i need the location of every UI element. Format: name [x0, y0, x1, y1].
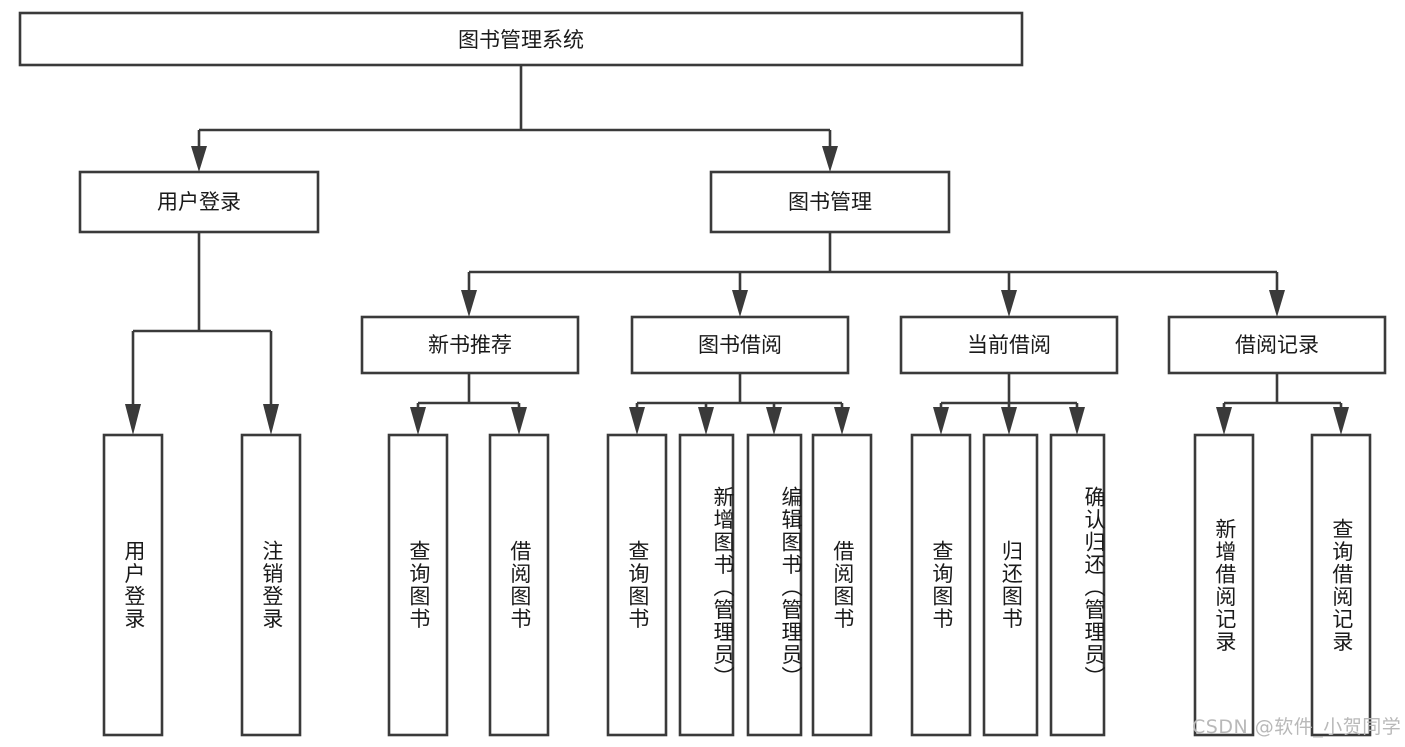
node-current-borrow[interactable] [899, 315, 1119, 375]
csdn-watermark: CSDN @软件_小贺同学 [1192, 716, 1402, 738]
node-user-login[interactable] [78, 170, 320, 234]
arrow-to-leaf-query-book-3 [933, 407, 949, 435]
node-new-book-recommend-label: 新书推荐 [428, 333, 512, 357]
node-leaf-confirm-return[interactable] [1049, 433, 1106, 737]
node-leaf-user-logout[interactable] [240, 433, 302, 737]
node-root[interactable] [18, 11, 1024, 67]
arrow-to-current-borrow [1001, 290, 1017, 317]
node-layer: 图书管理系统 用户登录 图书管理 新书推荐 图书借阅 当前借阅 借阅记录 [18, 11, 1387, 737]
arrow-to-leaf-user-logout [263, 404, 279, 435]
arrow-to-leaf-edit-book [766, 407, 782, 435]
arrow-to-borrow-record [1269, 290, 1285, 317]
node-leaf-query-book-2[interactable] [606, 433, 668, 737]
arrow-to-leaf-user-login [125, 404, 141, 435]
arrow-to-leaf-confirm-return [1069, 407, 1085, 435]
node-user-login-label: 用户登录 [157, 190, 241, 214]
node-new-book-recommend[interactable] [360, 315, 580, 375]
node-leaf-borrow-book-1[interactable] [488, 433, 550, 737]
node-leaf-edit-book[interactable] [746, 433, 803, 737]
arrow-to-leaf-add-record [1216, 407, 1232, 435]
node-leaf-add-record[interactable] [1193, 433, 1255, 737]
node-book-management[interactable] [709, 170, 951, 234]
arrow-to-leaf-return-book [1001, 407, 1017, 435]
arrow-to-leaf-query-book-1 [410, 407, 426, 435]
arrow-to-leaf-borrow-book-2 [834, 407, 850, 435]
node-book-borrow[interactable] [630, 315, 850, 375]
node-root-label: 图书管理系统 [458, 28, 584, 52]
arrow-to-leaf-query-record [1333, 407, 1349, 435]
arrow-to-leaf-borrow-book-1 [511, 407, 527, 435]
node-leaf-add-book[interactable] [678, 433, 735, 737]
node-borrow-record[interactable] [1167, 315, 1387, 375]
arrow-to-book-management [822, 146, 838, 172]
arrow-to-leaf-query-book-2 [629, 407, 645, 435]
node-borrow-record-label: 借阅记录 [1235, 333, 1319, 357]
arrow-to-user-login [191, 146, 207, 172]
node-leaf-borrow-book-2[interactable] [811, 433, 873, 737]
node-leaf-query-record[interactable] [1310, 433, 1372, 737]
arrow-to-book-borrow [732, 290, 748, 317]
node-book-management-label: 图书管理 [788, 190, 872, 214]
node-leaf-return-book[interactable] [982, 433, 1039, 737]
node-leaf-user-login[interactable] [102, 433, 164, 737]
connector-layer [125, 65, 1349, 435]
node-leaf-query-book-1[interactable] [387, 433, 449, 737]
node-current-borrow-label: 当前借阅 [967, 333, 1051, 357]
arrow-to-new-book-recommend [461, 290, 477, 317]
node-leaf-query-book-3[interactable] [910, 433, 972, 737]
arrow-to-leaf-add-book [698, 407, 714, 435]
node-book-borrow-label: 图书借阅 [698, 333, 782, 357]
